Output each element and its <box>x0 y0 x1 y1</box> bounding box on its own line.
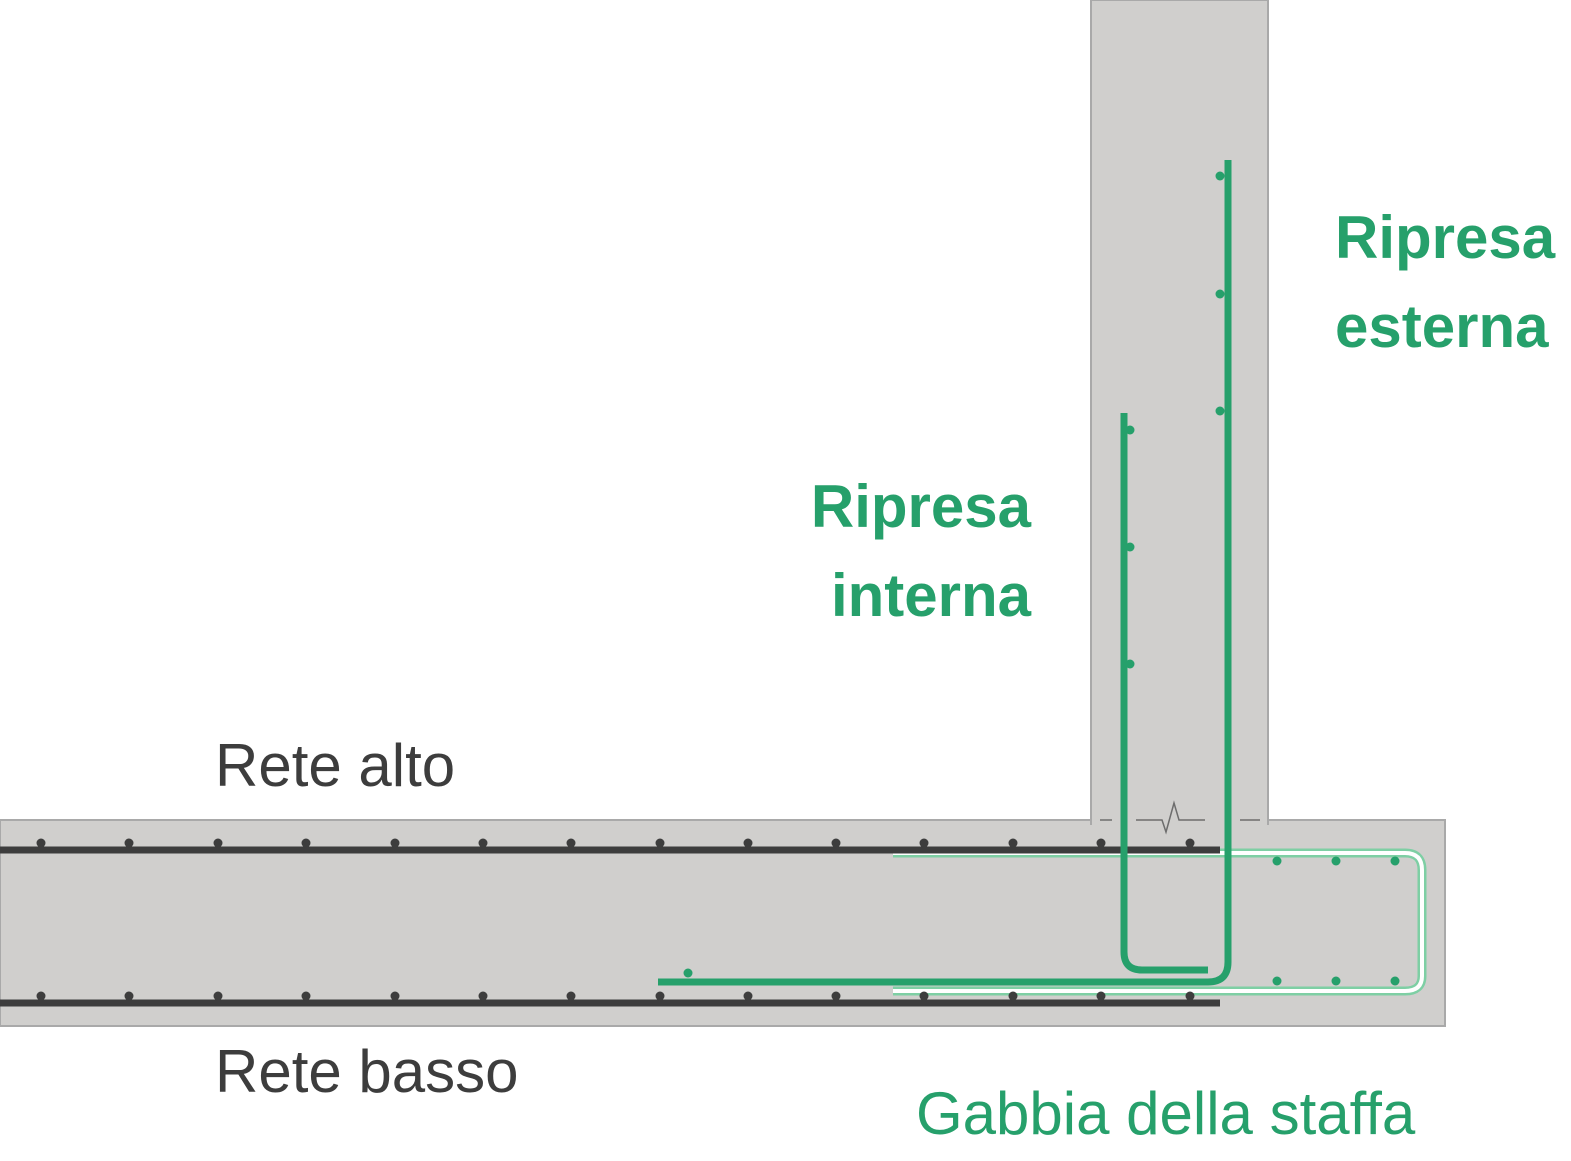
ripresa-interna-dot <box>1125 659 1135 669</box>
cage-dot <box>1331 976 1341 986</box>
label-ripresa-esterna-line2: esterna <box>1335 293 1549 360</box>
mesh-cross-bars <box>36 838 1195 1001</box>
top-mesh-dot <box>655 838 665 848</box>
top-mesh-dot <box>36 838 46 848</box>
bottom-mesh-dot <box>919 991 929 1001</box>
cage-dot <box>1390 976 1400 986</box>
bottom-mesh-dot <box>478 991 488 1001</box>
top-mesh-dot <box>390 838 400 848</box>
bottom-mesh-dot <box>301 991 311 1001</box>
label-gabbia-staffa: Gabbia della staffa <box>916 1080 1416 1147</box>
green-rebars <box>658 160 1232 986</box>
ripresa-interna-dot <box>1125 425 1135 435</box>
bottom-mesh-dot <box>213 991 223 1001</box>
ripresa-interna-dot <box>1125 542 1135 552</box>
bottom-mesh-dot <box>1096 991 1106 1001</box>
top-mesh-dot <box>301 838 311 848</box>
top-mesh-dot <box>213 838 223 848</box>
joint-break-symbol <box>1100 800 1260 835</box>
stirrup-cage <box>893 848 1427 996</box>
top-mesh-dot <box>1008 838 1018 848</box>
wall-slab-junction-fill <box>1092 815 1267 827</box>
bottom-mesh-dot <box>36 991 46 1001</box>
label-ripresa-interna-line1: Ripresa <box>811 473 1032 540</box>
top-mesh-dot <box>1096 838 1106 848</box>
bottom-mesh-dot <box>743 991 753 1001</box>
bottom-mesh-dot <box>124 991 134 1001</box>
ripresa-esterna-dot <box>683 968 693 978</box>
cage-dot <box>1390 856 1400 866</box>
bottom-mesh-dot <box>1008 991 1018 1001</box>
ripresa-esterna-dot <box>1215 289 1225 299</box>
cage-dot <box>1272 856 1282 866</box>
concrete-wall <box>1090 0 1269 825</box>
label-ripresa-esterna-line1: Ripresa <box>1335 204 1556 271</box>
label-ripresa-interna-line2: interna <box>831 562 1032 629</box>
ripresa-interna-bar <box>1120 413 1208 974</box>
top-mesh-dot <box>124 838 134 848</box>
bottom-mesh-dot <box>390 991 400 1001</box>
ripresa-esterna-dot <box>1215 406 1225 416</box>
bottom-mesh-dot <box>1185 991 1195 1001</box>
top-mesh-dot <box>831 838 841 848</box>
label-rete-basso: Rete basso <box>215 1038 519 1105</box>
top-mesh-dot <box>566 838 576 848</box>
top-mesh-dot <box>478 838 488 848</box>
cage-dot <box>1272 976 1282 986</box>
ripresa-esterna-dot <box>1215 171 1225 181</box>
label-rete-alto: Rete alto <box>215 732 455 799</box>
ripresa-esterna-bar <box>658 160 1232 986</box>
bottom-mesh-dot <box>566 991 576 1001</box>
top-mesh-dot <box>919 838 929 848</box>
top-mesh-dot <box>1185 838 1195 848</box>
bottom-mesh-dot <box>831 991 841 1001</box>
green-cross-bars <box>683 171 1400 986</box>
top-mesh-dot <box>743 838 753 848</box>
bottom-mesh-dot <box>655 991 665 1001</box>
cage-dot <box>1331 856 1341 866</box>
